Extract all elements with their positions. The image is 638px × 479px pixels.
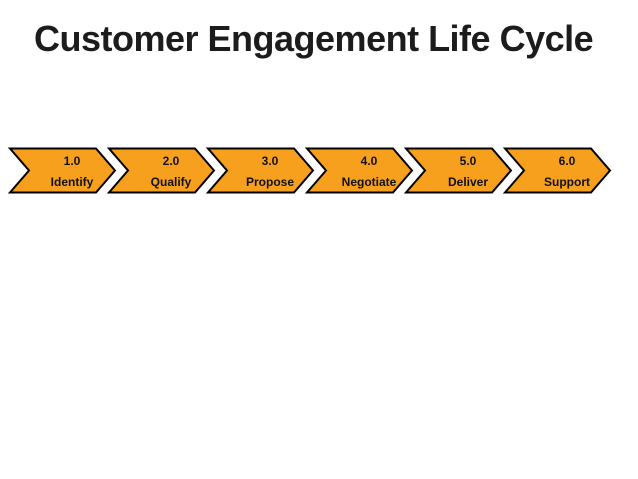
slide-title: Customer Engagement Life Cycle — [34, 18, 594, 59]
step-label: Negotiate — [342, 175, 397, 189]
step-number: 6.0 — [559, 154, 576, 168]
chevron-shape — [7, 147, 117, 194]
step-number: 3.0 — [262, 154, 279, 168]
step-number: 5.0 — [460, 154, 477, 168]
chevron-shape — [502, 147, 612, 194]
step-number: 4.0 — [361, 154, 378, 168]
chevron-shape — [304, 147, 414, 194]
step-label: Identify — [51, 175, 94, 189]
chevron-shape — [205, 147, 315, 194]
step-label: Support — [544, 175, 590, 189]
chevron-shape — [106, 147, 216, 194]
step-label: Deliver — [448, 175, 488, 189]
step-number: 1.0 — [64, 154, 81, 168]
process-flow-diagram: 1.0Identify2.0Qualify3.0Propose4.0Negoti… — [7, 147, 612, 194]
step-label: Propose — [246, 175, 294, 189]
step-number: 2.0 — [163, 154, 180, 168]
chevron-shape — [403, 147, 513, 194]
step-label: Qualify — [151, 175, 192, 189]
